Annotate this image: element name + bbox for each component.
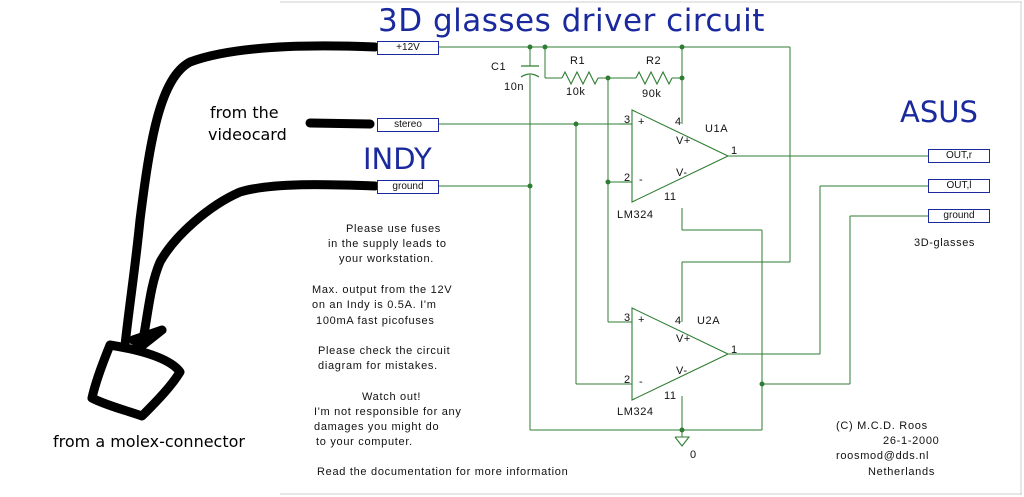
note-fuse-3: your workstation. (339, 253, 435, 265)
note-max-3: 100mA fast picofuses (316, 315, 435, 327)
u1-plus: + (638, 116, 646, 128)
r2-value: 90k (642, 88, 662, 100)
resistor-r2 (635, 70, 673, 86)
u2-vminus: V- (676, 365, 688, 377)
note-fuse-2: in the supply leads to (328, 238, 447, 250)
note-check-1: Please check the circuit (318, 345, 451, 357)
credit-date: 26-1-2000 (883, 435, 940, 447)
u2-minus: - (639, 376, 644, 388)
u2-pin2: 2 (624, 374, 631, 386)
capacitor-c1 (520, 65, 540, 78)
asus-label: ASUS (900, 95, 978, 129)
molex-connector-box (87, 340, 185, 421)
u1-part: LM324 (617, 209, 654, 221)
u2-pin3: 3 (624, 312, 631, 324)
opamp-u2a (631, 307, 730, 401)
port-ground-in: ground (377, 180, 439, 194)
credit-author: (C) M.C.D. Roos (836, 420, 928, 432)
u1-vminus: V- (676, 167, 688, 179)
note-watch-3: damages you might do (314, 421, 440, 433)
u2-pin1: 1 (731, 344, 738, 356)
cable-12v (120, 41, 380, 350)
c1-value: 10n (504, 81, 525, 93)
cable-stereo (305, 118, 375, 129)
indy-label: INDY (363, 142, 432, 176)
ground-node-label: 0 (690, 449, 697, 461)
note-fuse-1: Please use fuses (346, 223, 441, 235)
credit-country: Netherlands (868, 466, 936, 478)
note-max-1: Max. output from the 12V (312, 284, 453, 296)
r1-name: R1 (570, 55, 586, 67)
u1-pin3: 3 (624, 114, 631, 126)
u2-vplus: V+ (676, 333, 691, 345)
note-documentation: Read the documentation for more informat… (317, 466, 569, 478)
cable-bundle (128, 325, 167, 350)
u1-pin4: 4 (675, 116, 682, 128)
resistor-r1 (561, 70, 599, 86)
u2-name: U2A (697, 315, 721, 327)
r2-name: R2 (646, 55, 662, 67)
note-max-2: on an Indy is 0.5A. I'm (312, 299, 437, 311)
u1-name: U1A (705, 123, 729, 135)
note-watch-1: Watch out! (362, 391, 422, 403)
note-watch-2: I'm not responsible for any (314, 406, 462, 418)
port-out-l: OUT,l (928, 179, 990, 193)
u1-pin11: 11 (664, 191, 677, 203)
port-stereo: stereo (377, 118, 439, 132)
r1-value: 10k (566, 86, 586, 98)
junction-dots (527, 44, 765, 433)
port-ground-out: ground (928, 209, 990, 223)
from-molex-label: from a molex-connector (53, 432, 245, 451)
glasses-label: 3D-glasses (914, 237, 976, 249)
note-watch-4: to your computer. (316, 436, 413, 448)
u1-vplus: V+ (676, 135, 691, 147)
credit-email: roosmod@dds.nl (836, 450, 930, 462)
u2-plus: + (638, 314, 646, 326)
note-check-2: diagram for mistakes. (318, 360, 438, 372)
diagram-title: 3D glasses driver circuit (378, 3, 765, 39)
marker-cables (87, 41, 380, 421)
u2-part: LM324 (617, 406, 654, 418)
schematic-wires (437, 46, 928, 437)
ground-symbol (674, 436, 691, 447)
u1-minus: - (639, 174, 644, 186)
opamp-u1a (620, 109, 730, 203)
cable-ground (137, 180, 380, 350)
u2-pin11: 11 (664, 390, 677, 402)
from-videocard-line2: videocard (208, 125, 287, 144)
u1-pin1: 1 (731, 145, 738, 157)
u1-pin2: 2 (624, 172, 631, 184)
c1-name: C1 (491, 61, 507, 73)
port-out-r: OUT,r (928, 149, 990, 163)
from-videocard-line1: from the (210, 103, 279, 122)
u2-pin4: 4 (675, 315, 682, 327)
port-12v: +12V (377, 41, 439, 55)
